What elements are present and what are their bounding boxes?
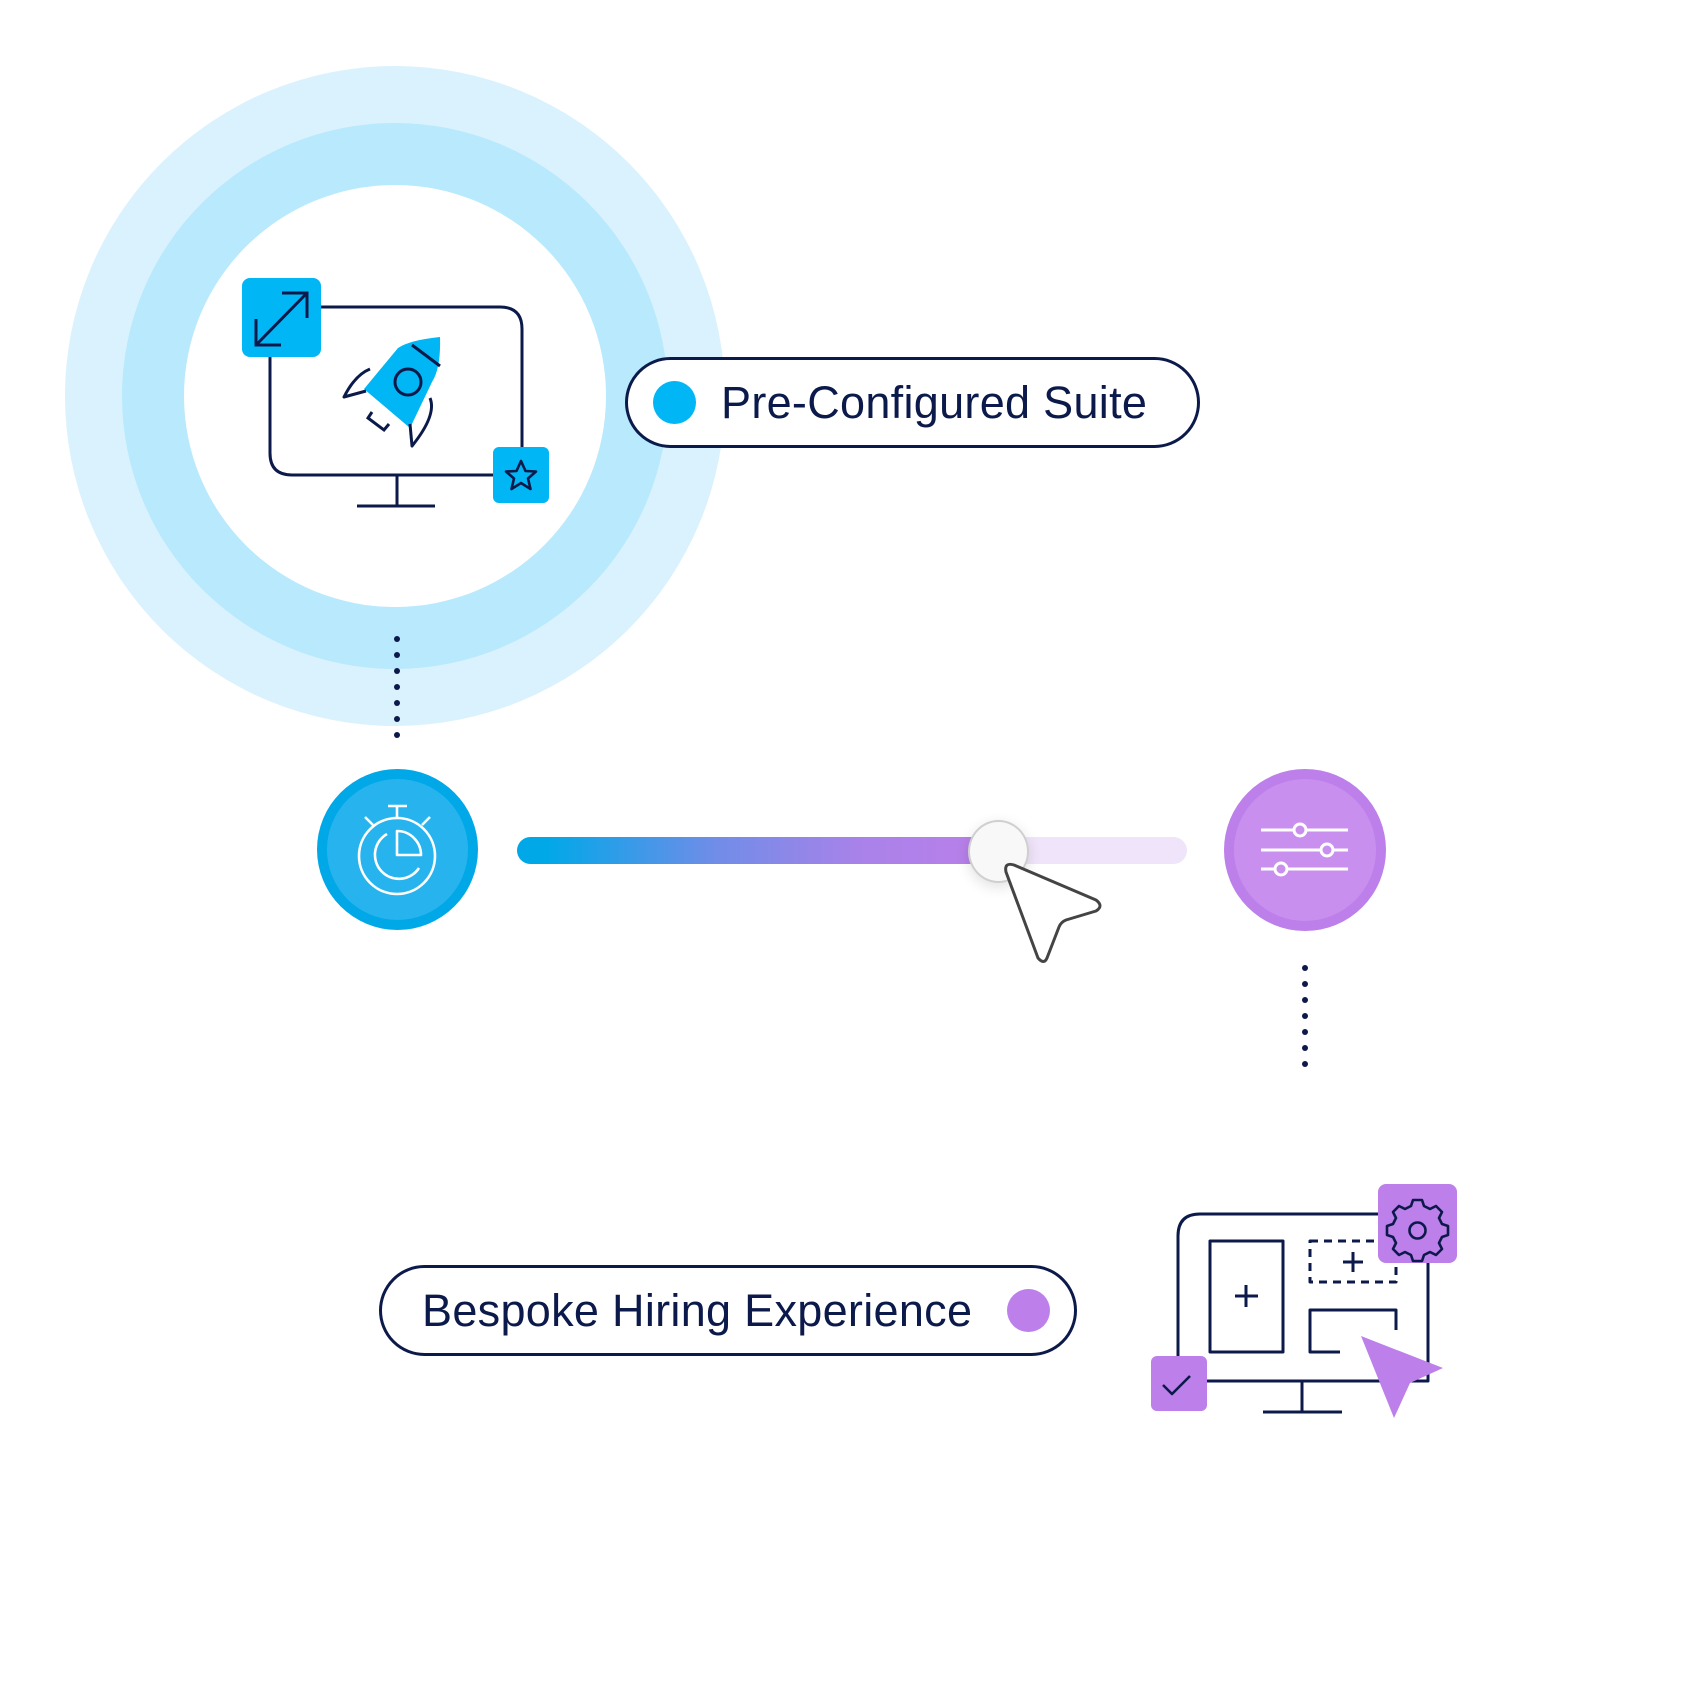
purple-status-dot [1007,1289,1050,1332]
checkmark-icon [1151,1356,1207,1411]
pill-label: Bespoke Hiring Experience [422,1284,973,1336]
bottom-dotted-connector [1302,965,1308,1077]
gear-icon [1378,1184,1457,1263]
top-dotted-connector [394,636,400,748]
star-icon [493,447,549,503]
pre-configured-suite-pill[interactable]: Pre-Configured Suite [625,357,1200,448]
bespoke-hiring-experience-pill[interactable]: Bespoke Hiring Experience [379,1265,1077,1356]
pointer-cursor-icon [1361,1336,1443,1418]
slider-fill [517,837,1007,864]
rocket-icon [342,337,441,448]
pill-label: Pre-Configured Suite [721,376,1148,428]
expand-arrows-icon [242,278,321,357]
blue-status-dot [653,381,696,424]
